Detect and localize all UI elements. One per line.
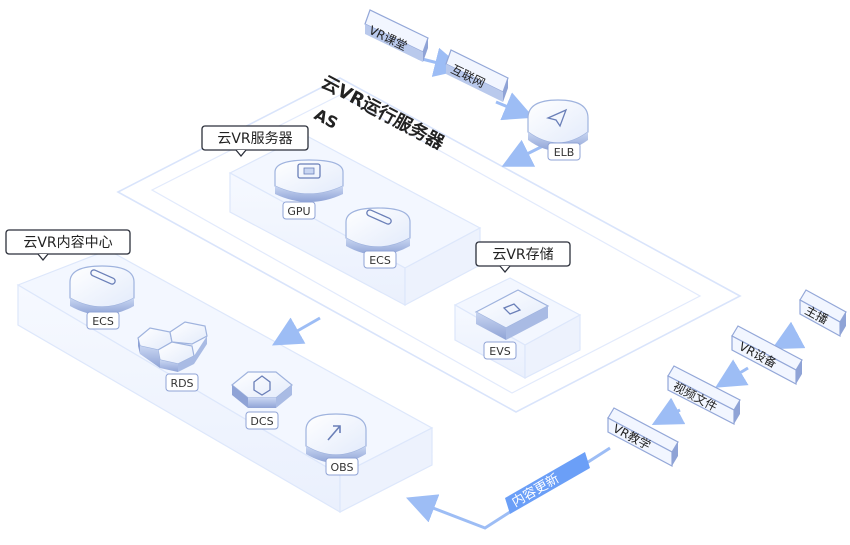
storage-callout: 云VR存储 [475,241,571,274]
arrow-server-content [271,316,321,346]
arrow-device-video [715,359,749,388]
gpu-node: GPU [274,159,344,220]
update-banner-label: 内容更新 [509,471,562,511]
internet-node: 互联网 [445,49,509,102]
gpu-label: GPU [287,205,310,218]
storage-callout-label: 云VR存储 [492,247,553,263]
content-ecs-node: ECS [69,265,135,330]
video-file-node: 视频文件 [667,365,741,425]
arrow-internet-elb [495,92,534,121]
content-center-callout: 云VR内容中心 [5,229,131,262]
content-center-callout-label: 云VR内容中心 [23,234,112,251]
server-ecs-icon [366,209,392,225]
content-ecs-label: ECS [92,315,114,328]
run-server-title: 云VR运行服务器 [318,71,449,155]
dcs-hex-icon [253,375,271,396]
gpu-chip-icon [297,163,321,179]
evs-node: EVS [474,289,550,360]
vr-classroom-node: VR课堂 [364,9,429,62]
host-node: 主播 [799,289,847,338]
server-ecs-label: ECS [369,254,391,267]
as-label: AS [311,105,341,133]
arrow-host-device [771,321,806,350]
update-banner: 内容更新 [505,452,590,514]
rds-label: RDS [170,377,193,390]
server-callout-label: 云VR服务器 [217,131,292,147]
content-ecs-icon [90,269,116,285]
obs-node: OBS [305,413,367,476]
paper-plane-icon [546,108,568,128]
arrow-elb-server [501,139,546,167]
dcs-node: DCS [231,371,293,430]
server-callout: 云VR服务器 [201,125,309,158]
elb-label: ELB [554,146,575,159]
elb-node: ELB [527,99,589,161]
arrow-video-teaching [651,397,686,426]
evs-label: EVS [489,345,510,358]
obs-upload-icon [327,425,341,441]
server-ecs-node: ECS [345,207,411,269]
obs-label: OBS [331,461,354,474]
rds-node: RDS [137,321,208,392]
dcs-label: DCS [250,415,273,428]
evs-disk-icon [502,303,522,315]
vr-device-node: VR设备 [731,325,803,385]
